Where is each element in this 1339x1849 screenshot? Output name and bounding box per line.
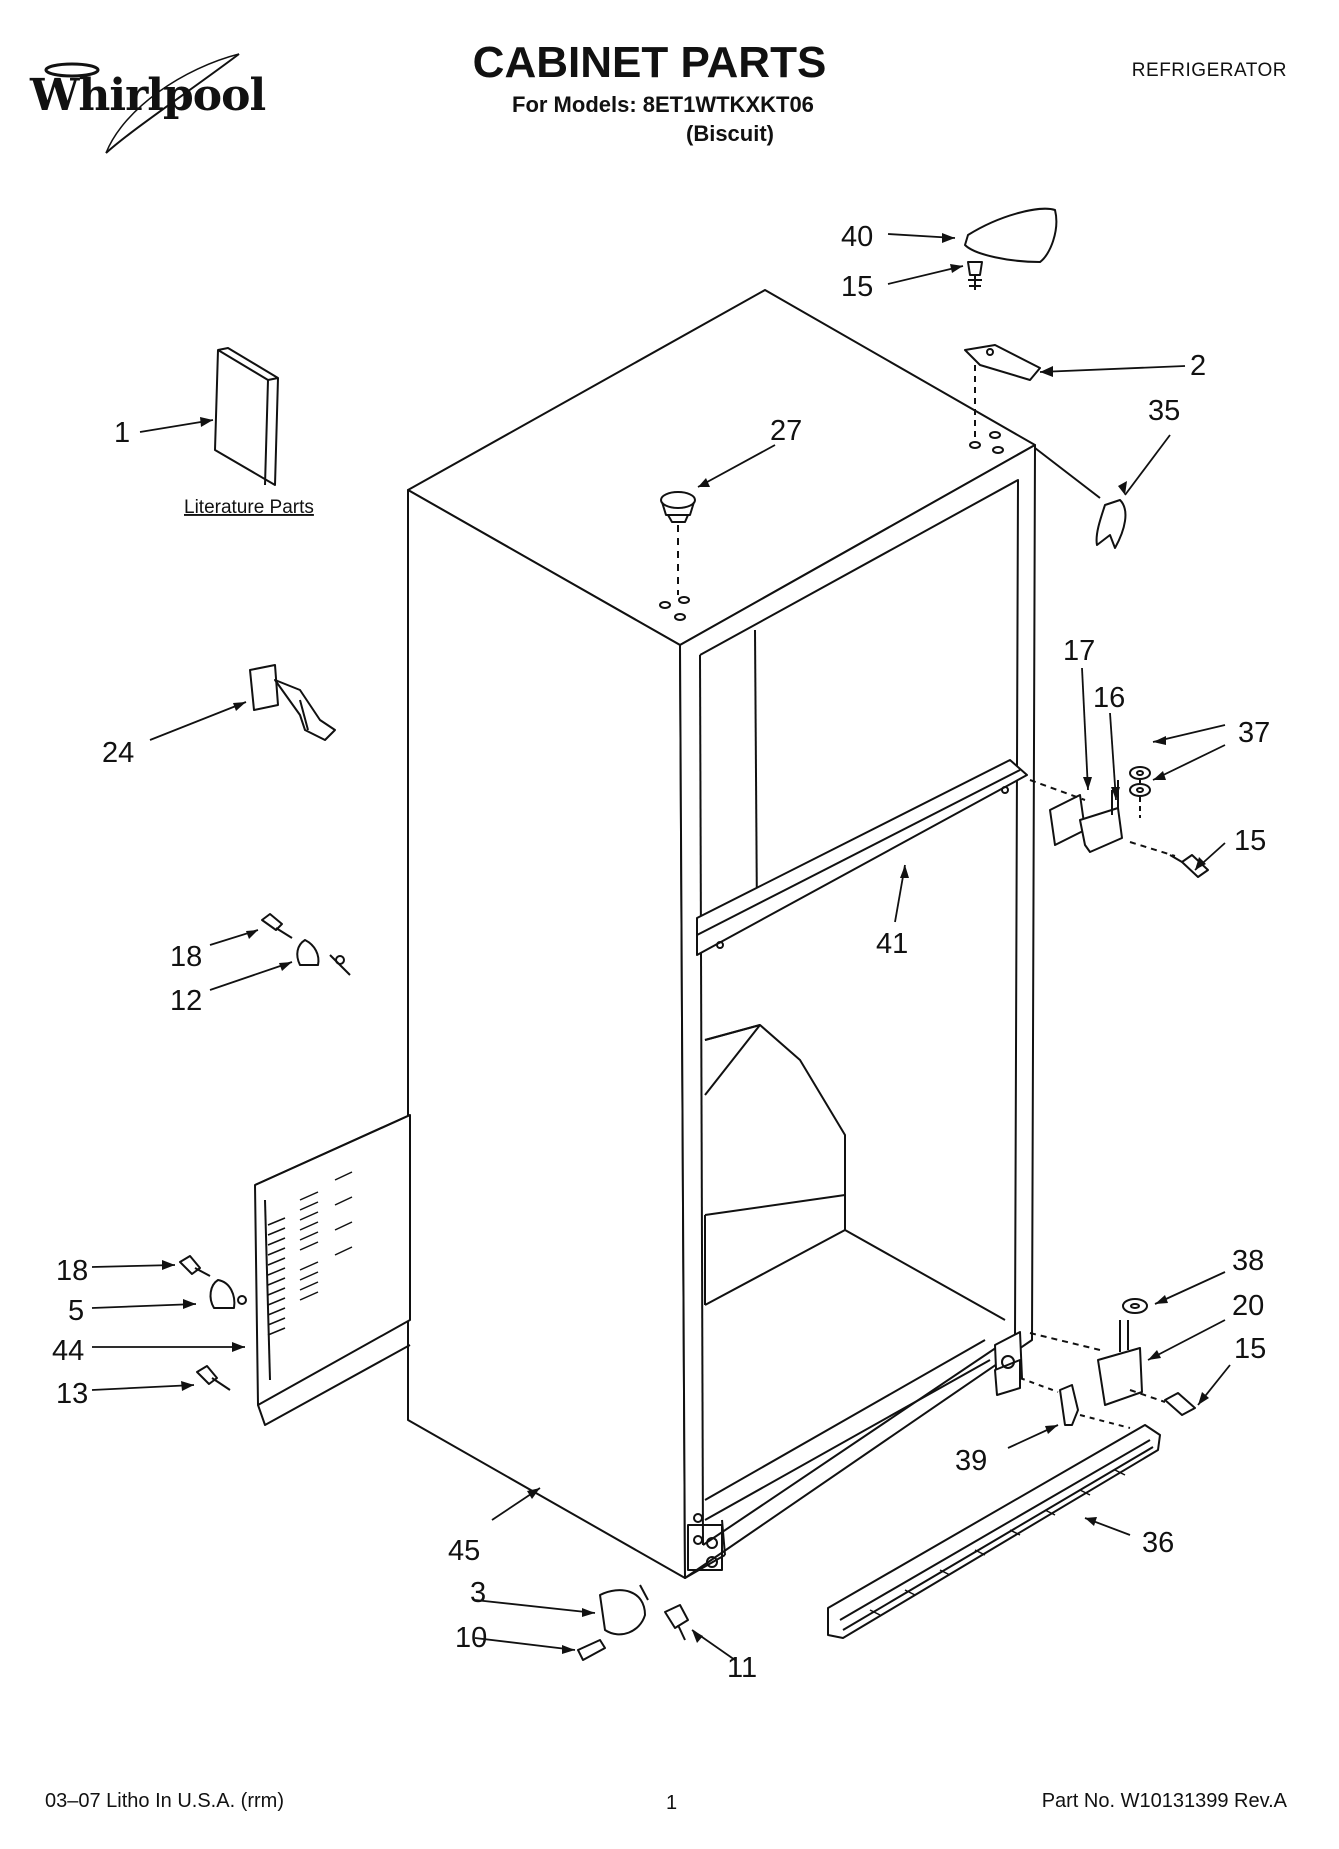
whirlpool-swirl-icon — [44, 53, 240, 154]
callout-1: 1 — [114, 417, 130, 449]
callout-38: 38 — [1232, 1245, 1264, 1277]
callout-12: 12 — [170, 985, 202, 1017]
callout-15-bottom: 15 — [1234, 1333, 1266, 1365]
callout-20: 20 — [1232, 1290, 1264, 1322]
callout-36: 36 — [1142, 1527, 1174, 1559]
callout-45: 45 — [448, 1535, 480, 1567]
callout-39: 39 — [955, 1445, 987, 1477]
callout-3: 3 — [470, 1577, 486, 1609]
callout-2: 2 — [1190, 350, 1206, 382]
hinge-cover-part — [1095, 499, 1127, 549]
callout-arrowheads — [162, 233, 1209, 1654]
rear-access-panel — [254, 1114, 411, 1426]
whirlpool-logo — [24, 48, 264, 158]
callout-37: 37 — [1238, 717, 1270, 749]
callout-27: 27 — [770, 415, 802, 447]
leveling-assembly — [577, 1584, 689, 1661]
callout-44: 44 — [52, 1335, 84, 1367]
part-number: Part No. W10131399 Rev.A — [1041, 1790, 1287, 1812]
callout-15-top: 15 — [841, 271, 873, 303]
callout-11: 11 — [727, 1652, 757, 1684]
callout-labels: 40 15 2 35 27 1 Literature Parts 24 17 1… — [52, 221, 1270, 1684]
callout-35: 35 — [1148, 395, 1180, 427]
literature-booklet — [214, 347, 279, 486]
callout-10: 10 — [455, 1622, 487, 1654]
models-line: For Models: 8ET1WTKXKT06 — [512, 92, 814, 117]
callout-18-upper: 18 — [170, 941, 202, 973]
callout-40: 40 — [841, 221, 873, 253]
category-label: REFRIGERATOR — [1131, 60, 1287, 81]
page-title: CABINET PARTS — [472, 38, 827, 87]
top-cap-part — [964, 207, 1058, 263]
handle-part — [249, 664, 336, 741]
color-line: (Biscuit) — [686, 121, 774, 146]
screw-top-part — [967, 261, 983, 290]
bottom-hinge-assembly — [994, 1298, 1196, 1429]
callout-5: 5 — [68, 1295, 84, 1327]
callout-15-center: 15 — [1234, 825, 1266, 857]
screw-clamp-lower — [179, 1255, 247, 1391]
toe-grille-part — [827, 1424, 1161, 1639]
callout-17: 17 — [1063, 635, 1095, 667]
literature-parts-label: Literature Parts — [184, 497, 314, 518]
callout-16: 16 — [1093, 682, 1125, 714]
callout-18-lower: 18 — [56, 1255, 88, 1287]
divider-bar-part — [696, 759, 1028, 956]
brand-wordmark: Whirlpool — [30, 70, 266, 121]
callout-24: 24 — [102, 737, 134, 769]
plug-part — [660, 491, 696, 595]
litho-note: 03–07 Litho In U.S.A. (rrm) — [45, 1790, 284, 1812]
callout-13: 13 — [56, 1378, 88, 1410]
page-number: 1 — [666, 1792, 678, 1814]
center-hinge-assembly — [1029, 766, 1209, 878]
cabinet-body — [407, 289, 1036, 1579]
screw-clamp-upper — [261, 913, 351, 976]
callout-41: 41 — [876, 928, 908, 960]
top-hinge-part — [964, 344, 1041, 440]
